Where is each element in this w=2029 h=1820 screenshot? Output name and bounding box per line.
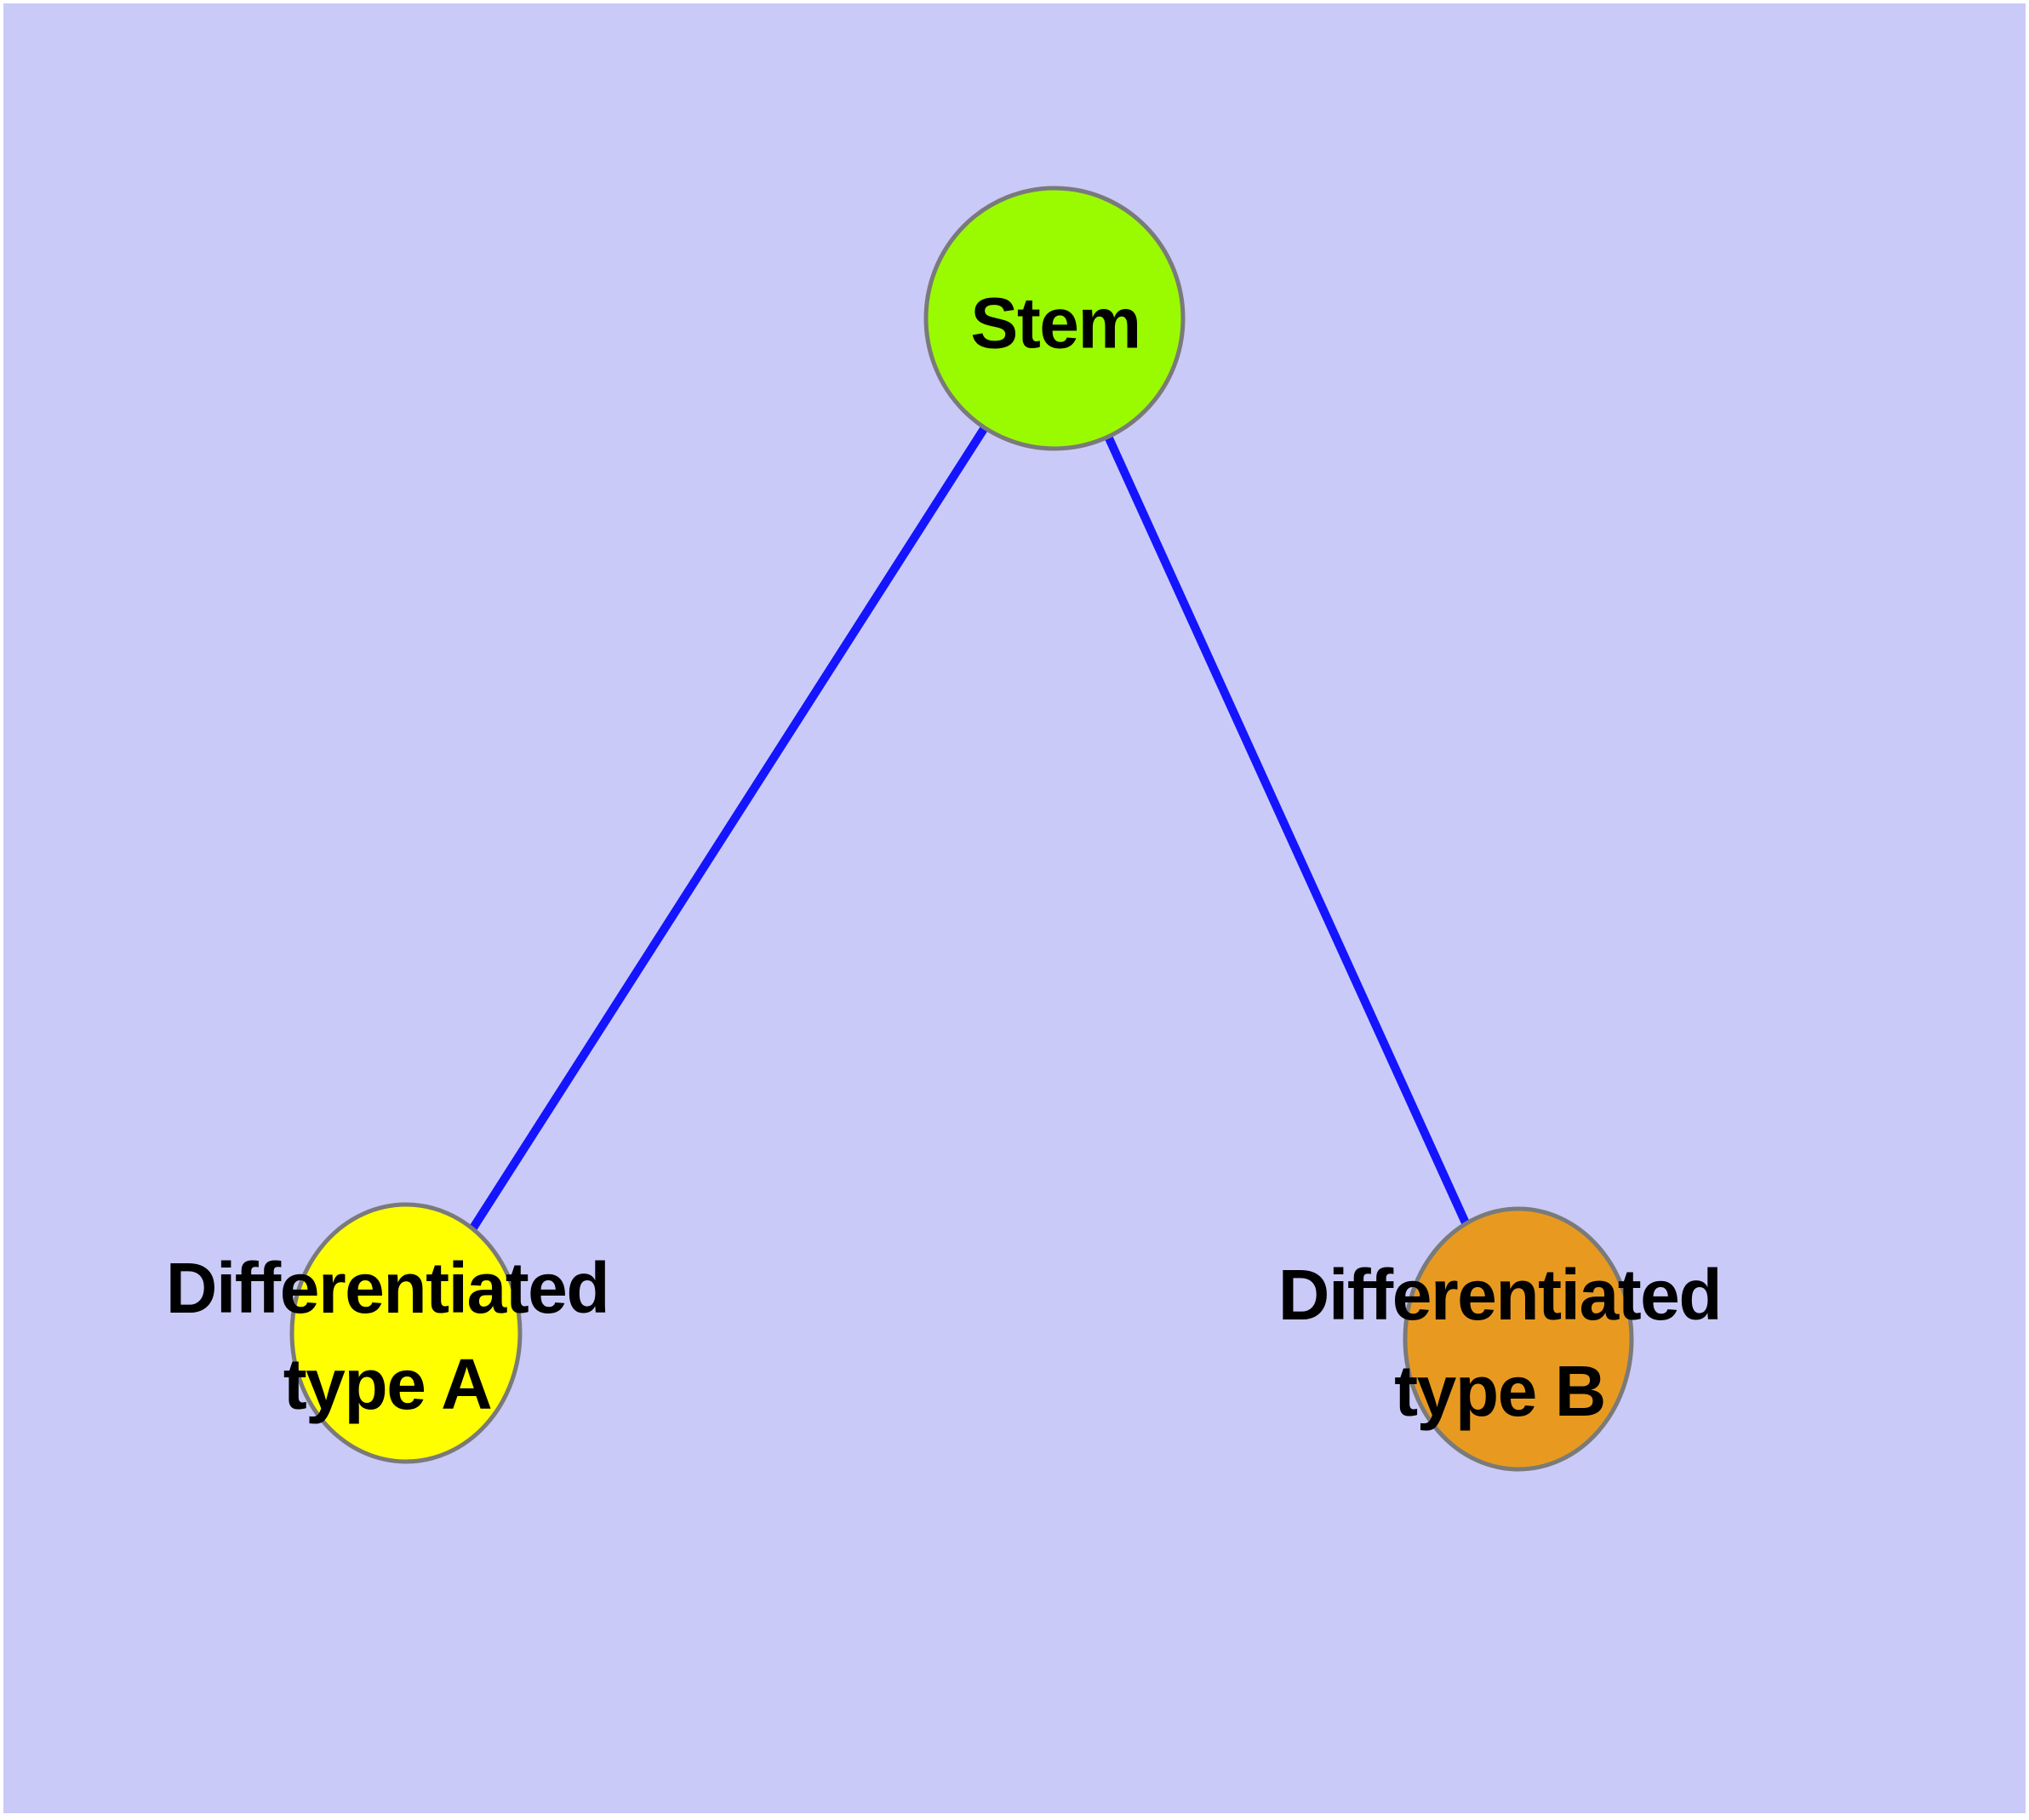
node-type-b-label: Differentiated type B [1277,1247,1723,1439]
node-type-a-label-line2: type A [283,1344,493,1424]
node-type-b-label-line2: type B [1394,1351,1606,1431]
edge-stem-to-type-b [1050,316,1523,1342]
node-stem-circle [923,186,1186,451]
node-type-b-label-line1: Differentiated [1277,1255,1723,1335]
node-stem-label-text: Stem [970,283,1141,363]
edge-stem-to-type-a [402,316,1059,1336]
node-stem-label: Stem [970,276,1141,372]
node-type-a-label: Differentiated type A [165,1240,610,1433]
node-type-a-circle [289,1202,523,1464]
node-type-a-label-line1: Differentiated [165,1248,610,1328]
node-type-b-circle [1403,1206,1634,1472]
